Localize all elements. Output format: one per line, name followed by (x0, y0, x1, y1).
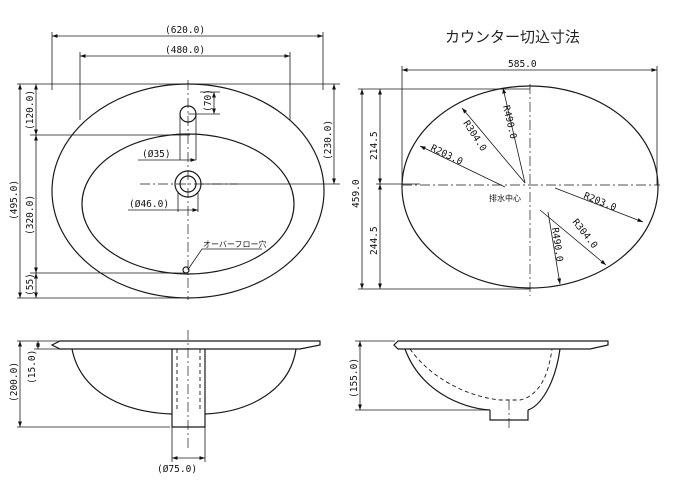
side-rim (393, 340, 609, 350)
cutout-dim-depth: 459.0 (351, 179, 362, 208)
dim-back-to-tap: (120.0) (25, 90, 36, 130)
cutout-radius-2: R490.0 (500, 104, 519, 140)
dim-overall-width: (620.0) (165, 25, 205, 36)
overflow-label: オーバーフロー穴 (203, 239, 266, 249)
front-bowl-left (71, 348, 173, 415)
front-dim-drain-dia: (Ø75.0) (157, 464, 197, 475)
front-dim-height: (200.0) (9, 362, 20, 402)
cutout-view: R304.0 R490.0 R203.0 R203.0 R490.0 R304.… (351, 59, 660, 296)
side-bowl-right (527, 348, 561, 411)
cutout-radius-1: R304.0 (460, 119, 488, 154)
side-bowl-left (404, 348, 491, 411)
drain-outer (174, 170, 202, 198)
side-view: (155.0) (349, 340, 609, 428)
cutout-dim-rear: 214.5 (369, 131, 380, 160)
cutout-dim-front: 244.5 (369, 226, 380, 255)
dim-bowl-depth: (320.0) (25, 195, 36, 235)
overflow-hole (182, 266, 190, 274)
side-inner-hidden (409, 348, 553, 401)
cutout-radius-4: R203.0 (582, 191, 618, 214)
dim-tap-offset: (70) (203, 89, 214, 112)
drain-inner (179, 175, 197, 193)
cutout-radius-5: R490.0 (549, 227, 565, 263)
dim-overall-depth: (495.0) (9, 180, 20, 220)
front-view: (200.0) (15.0) (Ø75.0) (9, 330, 321, 475)
drawing-title: カウンター切込寸法 (445, 28, 580, 46)
overflow-leader (188, 248, 262, 269)
dim-drain-hole: (Ø46.0) (129, 199, 169, 210)
dim-tap-to-drain: (230.0) (323, 120, 334, 160)
drain-pipe (171, 349, 206, 428)
cutout-radius-3: R203.0 (429, 143, 465, 168)
front-dim-rim: (15.0) (27, 350, 38, 384)
side-dim-height: (155.0) (349, 358, 360, 398)
cutout-radius-6: R304.0 (570, 217, 600, 251)
dim-bowl-width: (480.0) (165, 45, 205, 56)
cutout-dim-width: 585.0 (508, 59, 537, 70)
front-bowl-right (204, 348, 297, 415)
dim-tap-hole: (Ø35) (142, 149, 171, 160)
dim-front-rim: (55) (25, 273, 36, 296)
top-view: オーバーフロー穴 (620.0) (480.0) (495.0) (120.0)… (9, 25, 340, 300)
drain-center-label: 排水中心 (489, 193, 521, 203)
front-rim (50, 340, 321, 350)
